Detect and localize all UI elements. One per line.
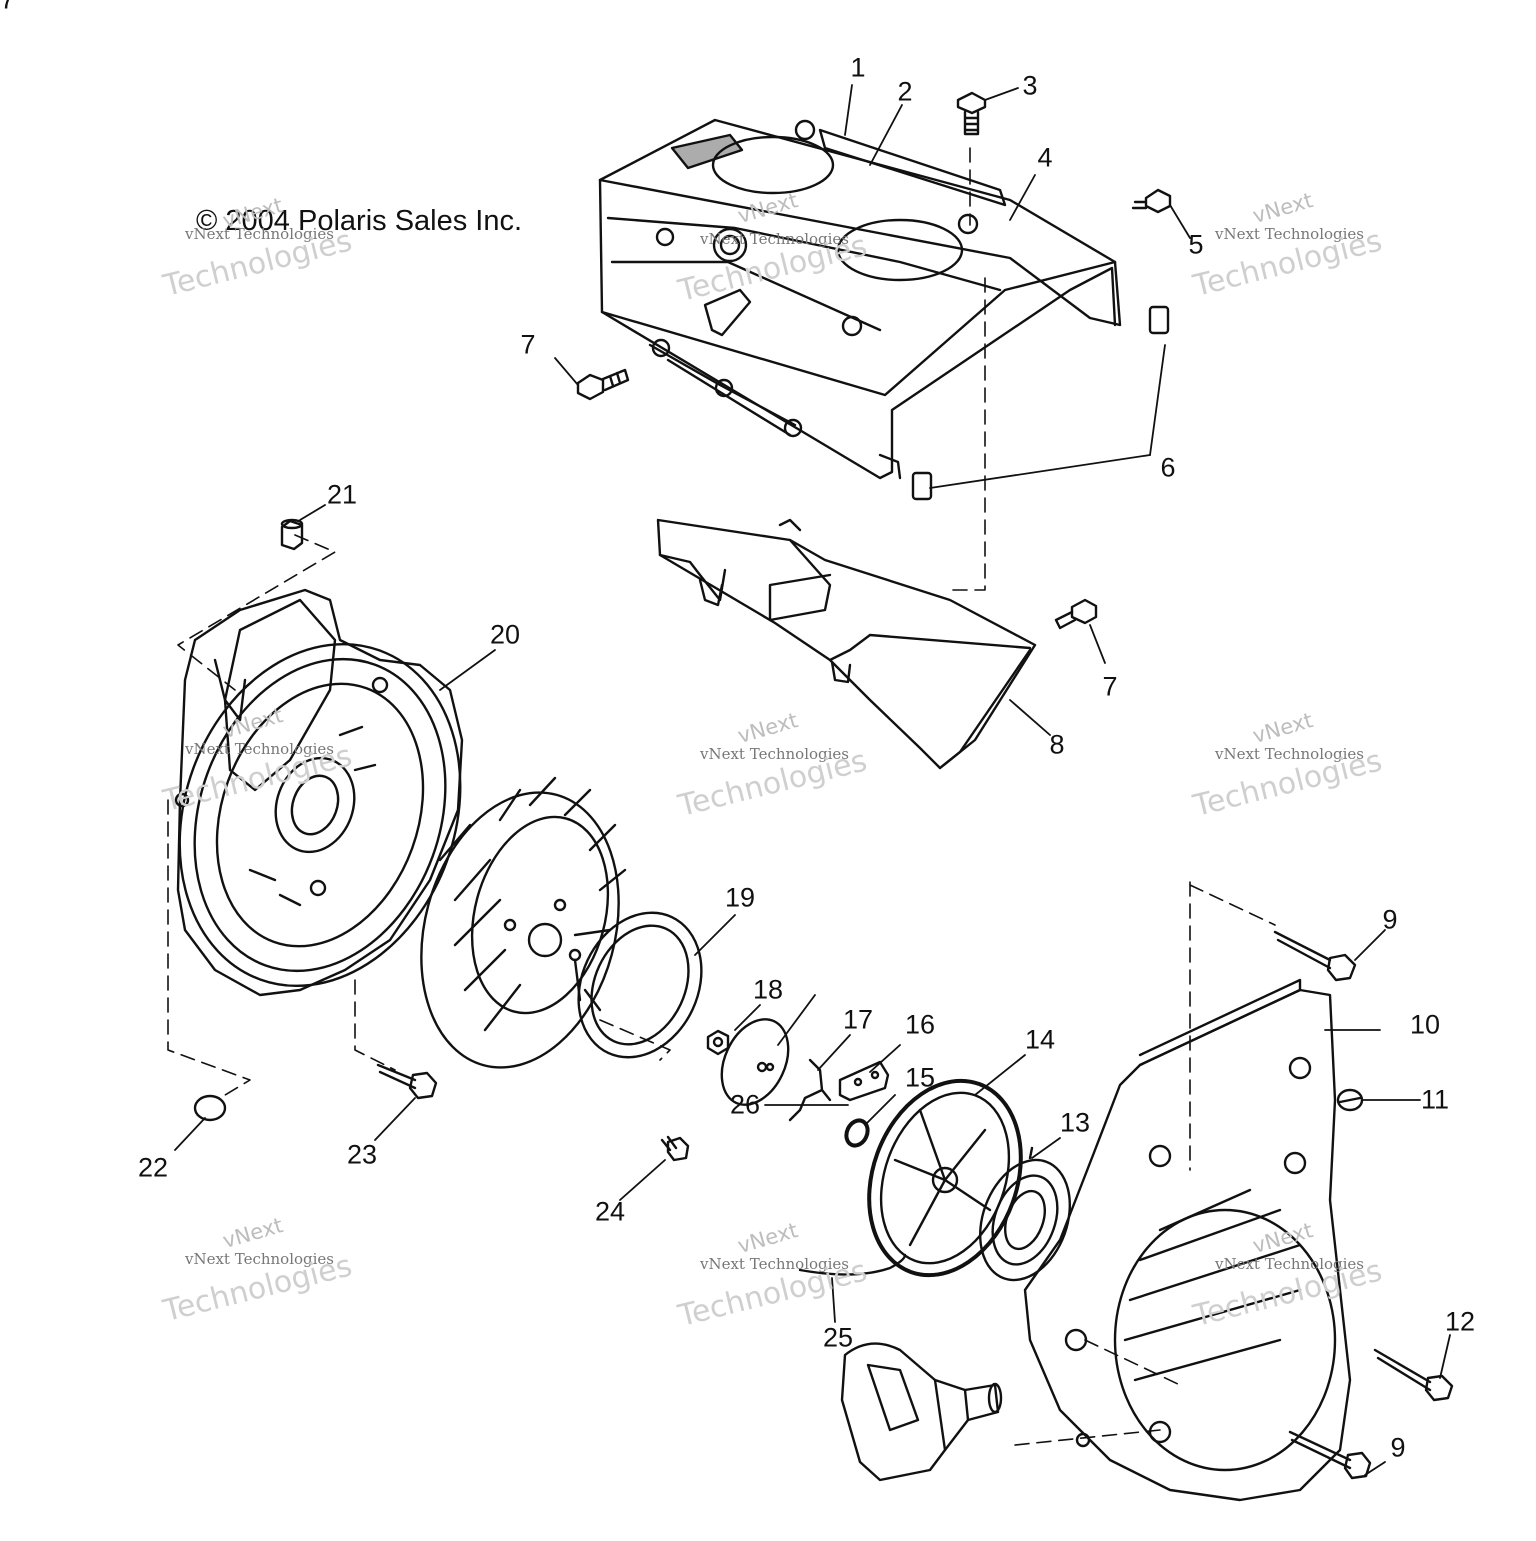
callout-leaders [174,84,1451,1476]
recoil-spring-13 [978,1146,1072,1282]
callout-16: 16 [904,1009,936,1040]
nut-19 [706,1029,730,1056]
duct-8 [656,518,1037,770]
callout-4: 4 [1037,142,1053,173]
callout-7: 7 [1102,671,1118,702]
top-shroud [598,118,1122,480]
callout-21: 21 [326,479,358,510]
plug-11 [1336,1088,1364,1112]
callout-23: 23 [346,1139,378,1170]
cap-23 [193,1094,227,1122]
callout-9: 9 [1390,1432,1406,1463]
screw-7-lower [1054,598,1098,630]
callout-8: 8 [1049,729,1065,760]
clip-6 [911,305,1170,501]
callout-25: 25 [822,1322,854,1353]
callout-20: 20 [489,619,521,650]
callout-1: 1 [850,52,866,83]
callout-2: 2 [897,76,913,107]
callout-27: 27 [0,0,15,16]
bolt-9-upper [1273,930,1357,982]
callout-10: 10 [1409,1009,1441,1040]
callout-22: 22 [137,1152,169,1183]
spring-17 [788,1058,832,1122]
bolt-12 [1373,1348,1454,1402]
callout-17: 17 [842,1004,874,1035]
handle-27 [840,1342,1003,1482]
bushing-22 [280,518,304,551]
screw-5 [1131,188,1172,214]
callout-18: 18 [752,974,784,1005]
starter-housing-10 [1023,978,1352,1502]
bolt-24 [376,1063,438,1100]
callout-9: 9 [1382,904,1398,935]
rope-26 [798,1253,907,1276]
clip-15 [844,1118,870,1148]
callout-11: 11 [1420,1084,1450,1115]
washer-18 [720,1018,790,1106]
pawl-16 [838,1060,890,1102]
callout-7: 7 [520,329,536,360]
callout-14: 14 [1024,1024,1056,1055]
callout-19: 19 [724,882,756,913]
callout-15: 15 [904,1062,936,1093]
callout-24: 24 [594,1196,626,1227]
bolt-9-lower [1288,1430,1372,1480]
callout-26: 26 [729,1089,761,1120]
screw-3 [956,91,987,136]
callout-6: 6 [1160,452,1176,483]
callout-5: 5 [1188,229,1204,260]
screw-7-upper [576,368,630,401]
callout-12: 12 [1444,1306,1476,1337]
bolt-25 [660,1135,690,1162]
starter-cup-20 [573,911,703,1059]
pulley-14 [867,1078,1023,1278]
backplate-21 [174,588,464,997]
leader-lines-dashed [167,147,1276,1446]
copyright-text: © 2004 Polaris Sales Inc. [196,205,523,237]
callout-13: 13 [1059,1107,1091,1138]
callout-3: 3 [1022,70,1038,101]
